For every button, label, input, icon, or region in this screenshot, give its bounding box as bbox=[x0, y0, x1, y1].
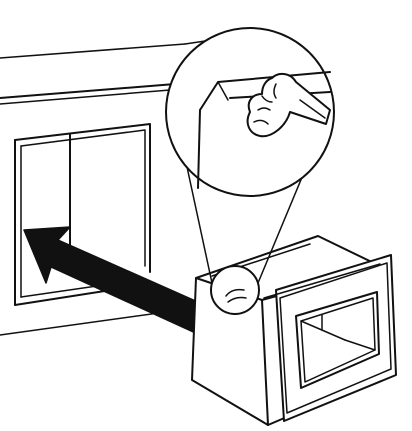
oven-appliance bbox=[191, 235, 397, 426]
magnifier-callout bbox=[165, 27, 335, 197]
hand-holding-oven-icon bbox=[246, 72, 331, 138]
magnifier-target-circle bbox=[210, 265, 260, 315]
cabinet-niche bbox=[0, 39, 213, 336]
